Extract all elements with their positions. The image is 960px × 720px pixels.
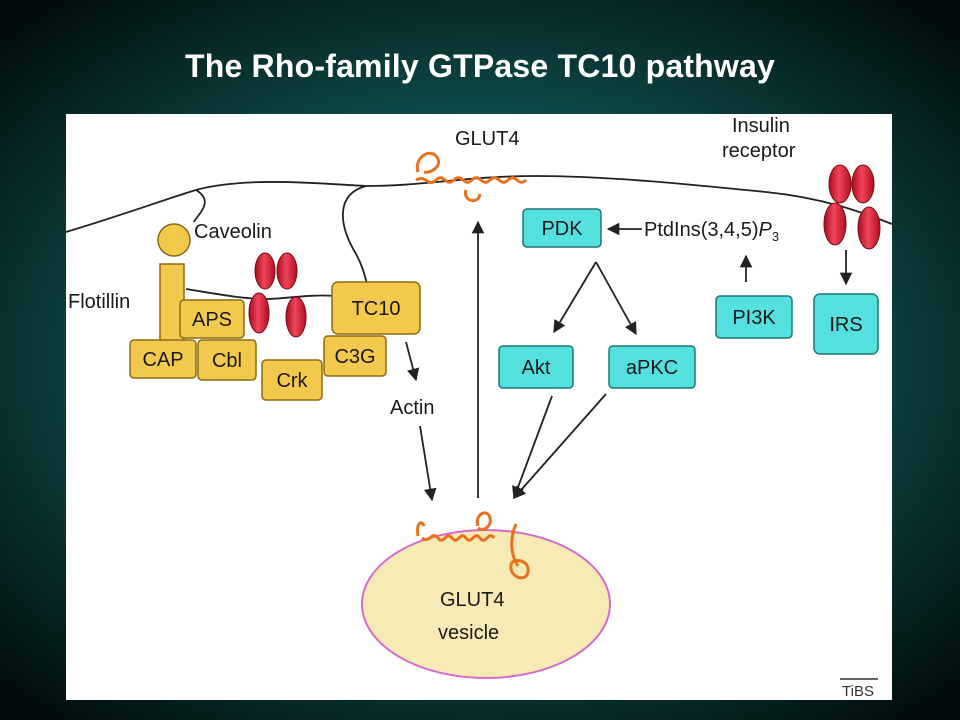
caveolin-icon (157, 223, 191, 257)
akt-to-vesicle-arrow (512, 395, 553, 500)
source-label: TiBS (842, 683, 874, 700)
glut4-vesicle (361, 529, 611, 679)
pdk-to-akt-arrow (553, 261, 597, 334)
apkc-box: aPKC (608, 345, 696, 389)
c3g-label: C3G (334, 346, 375, 368)
pi3k-label: PI3K (732, 307, 776, 329)
tc10-pathway-diagram: GLUT4 Insulin receptor Caveolin Flotilli… (66, 115, 892, 700)
flotillin-label: Flotillin (68, 291, 130, 313)
crk-label: Crk (276, 370, 308, 392)
caveola-membrane-left (193, 189, 206, 223)
cbl-box: Cbl (197, 339, 257, 381)
cbl-label: Cbl (212, 350, 242, 372)
aps-label: APS (192, 309, 232, 331)
tc10-label: TC10 (352, 298, 401, 320)
insulin-receptor-label-line1: Insulin (732, 115, 790, 137)
diagram-panel: GLUT4 Insulin receptor Caveolin Flotilli… (66, 114, 892, 700)
pdk-box: PDK (522, 208, 602, 248)
caveolin-label: Caveolin (194, 221, 272, 243)
caveola-receptor-icon (248, 252, 307, 338)
tc10-to-actin-arrow (405, 341, 420, 382)
actin-to-vesicle-arrow (419, 425, 437, 502)
irs-label: IRS (829, 314, 862, 336)
glut4-membrane-transporter (415, 151, 528, 203)
glut4-membrane-label: GLUT4 (455, 128, 519, 150)
irs-box: IRS (813, 293, 879, 355)
akt-box: Akt (498, 345, 574, 389)
apkc-to-vesicle-arrow (513, 393, 607, 499)
slide-title: The Rho-family GTPase TC10 pathway (184, 48, 776, 84)
akt-label: Akt (522, 357, 551, 379)
apkc-label: aPKC (626, 357, 678, 379)
caveola-membrane-right (342, 185, 372, 295)
vesicle-label-line1: GLUT4 (440, 589, 504, 611)
aps-box: APS (179, 299, 245, 339)
cap-box: CAP (129, 339, 197, 379)
plasma-membrane (66, 175, 892, 233)
cap-label: CAP (142, 349, 183, 371)
pdk-label: PDK (541, 218, 583, 240)
insulin-receptor-label-line2: receptor (722, 140, 796, 162)
actin-label: Actin (390, 397, 434, 419)
crk-box: Crk (261, 359, 323, 401)
pdk-to-apkc-arrow (595, 261, 637, 336)
tc10-box: TC10 (331, 281, 421, 335)
pi3k-box: PI3K (715, 295, 793, 339)
ptdins-label: PtdIns(3,4,5)P3 (644, 219, 779, 244)
insulin-receptor-icon (823, 164, 881, 250)
glut4-vesicle-transporter (416, 511, 530, 580)
c3g-box: C3G (323, 335, 387, 377)
vesicle-label-line2: vesicle (438, 622, 499, 644)
